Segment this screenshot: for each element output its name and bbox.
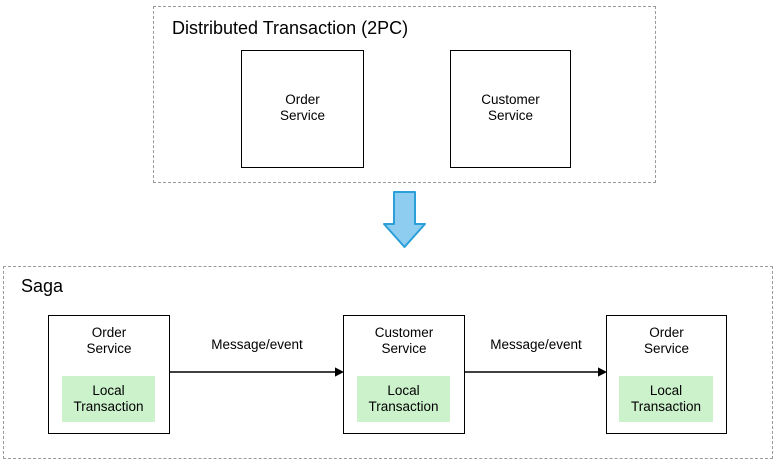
saga-connector-arrow-1 <box>170 366 344 378</box>
down-arrow-icon <box>382 191 427 249</box>
saga-connector-arrow-2 <box>465 366 607 378</box>
service-label-order-service-2pc: Order Service <box>279 92 325 123</box>
saga-step-service-label-2: Customer Service <box>374 325 434 356</box>
saga-step-service-label-3: Order Service <box>643 325 689 356</box>
saga-connector-label-2: Message/event <box>490 337 582 352</box>
saga-step-local-transaction-1: Local Transaction <box>62 376 155 422</box>
group-title-saga: Saga <box>21 276 64 296</box>
service-box-order-service-2pc[interactable] <box>241 50 364 168</box>
group-distributed-transaction <box>153 6 656 183</box>
group-title-distributed-transaction: Distributed Transaction (2PC) <box>172 18 409 38</box>
saga-step-local-transaction-3: Local Transaction <box>619 376 713 422</box>
service-box-customer-service-2pc[interactable] <box>450 50 571 168</box>
saga-step-local-transaction-2: Local Transaction <box>357 376 450 422</box>
group-saga <box>3 266 773 459</box>
service-label-customer-service-2pc: Customer Service <box>481 92 540 123</box>
saga-step-service-label-1: Order Service <box>86 325 132 356</box>
saga-connector-label-1: Message/event <box>211 337 303 352</box>
